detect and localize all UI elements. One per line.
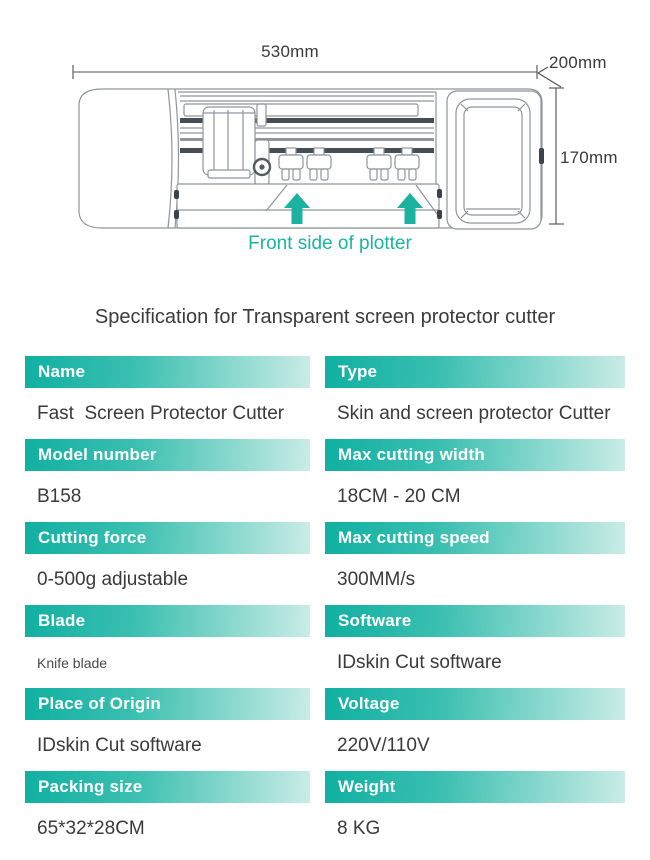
plotter-diagram: 530mm 200mm 170mm Front side of plotter: [0, 0, 650, 270]
pinch-rollers: [278, 147, 420, 181]
dimension-depth-label: 200mm: [549, 53, 607, 72]
cutting-head: [202, 103, 272, 186]
spec-value-place-of-origin: IDskin Cut software: [37, 734, 202, 756]
dimension-height-label: 170mm: [560, 148, 618, 167]
feed-arrow-icons: [284, 193, 423, 224]
diagram-caption: Front side of plotter: [248, 233, 412, 254]
spec-header-place-of-origin: Place of Origin: [25, 688, 310, 720]
spec-value-max-cutting-speed: 300MM/s: [337, 568, 416, 590]
control-cover: [446, 90, 544, 230]
spec-value-packing-size: 65*32*28CM: [37, 817, 145, 839]
spec-value-max-cutting-width: 18CM - 20 CM: [337, 485, 461, 507]
spec-header-type: Type: [325, 356, 625, 388]
spec-header-packing-size: Packing size: [25, 771, 310, 803]
spec-value-cutting-force: 0-500g adjustable: [37, 568, 189, 590]
dimension-width-label: 530mm: [261, 42, 319, 61]
spec-header-cutting-force: Cutting force: [25, 522, 310, 554]
plotter-body: [78, 88, 544, 230]
plotter-line-drawing-svg: [72, 65, 564, 230]
spec-header-model-number: Model number: [25, 439, 310, 471]
spec-header-max-cutting-width: Max cutting width: [325, 439, 625, 471]
spec-table: Name Type Fast Screen Protector Cutter S…: [25, 356, 625, 854]
spec-header-blade: Blade: [25, 605, 310, 637]
spec-header-max-cutting-speed: Max cutting speed: [325, 522, 625, 554]
spec-header-name: Name: [25, 356, 310, 388]
spec-header-weight: Weight: [325, 771, 625, 803]
spec-value-voltage: 220V/110V: [337, 734, 430, 756]
spec-value-weight: 8 KG: [337, 817, 381, 839]
spec-value-type: Skin and screen protector Cutter: [337, 402, 611, 424]
spec-value-software: IDskin Cut software: [337, 651, 502, 673]
spec-value-model-number: B158: [37, 485, 82, 507]
spec-header-voltage: Voltage: [325, 688, 625, 720]
spec-value-name: Fast Screen Protector Cutter: [37, 402, 285, 424]
spec-value-blade: Knife blade: [37, 654, 108, 671]
page-title: Specification for Transparent screen pro…: [94, 306, 556, 328]
dimension-lines: [72, 65, 564, 225]
spec-header-software: Software: [325, 605, 625, 637]
